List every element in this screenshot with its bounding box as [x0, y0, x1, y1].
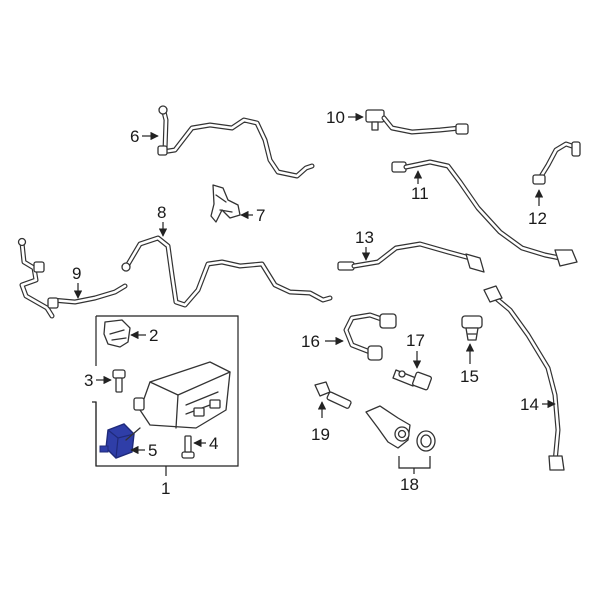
- callout-7: 7: [256, 206, 265, 225]
- part-6-vapor-tube[interactable]: [157, 105, 315, 179]
- callout-10: 10: [326, 108, 345, 127]
- callout-11: 11: [411, 184, 429, 203]
- part-12-sensor[interactable]: [532, 141, 581, 185]
- part-10-sensor-harness[interactable]: [365, 109, 469, 135]
- callout-12: 12: [528, 209, 547, 228]
- callout-19: 19: [311, 425, 330, 444]
- callout-16: 16: [301, 332, 320, 351]
- callout-1: 1: [161, 479, 170, 498]
- part-2-bracket[interactable]: [103, 319, 131, 348]
- part-13-sensor-harness[interactable]: [337, 241, 485, 273]
- part-5-purge-valve[interactable]: [99, 423, 141, 459]
- callout-15: 15: [460, 367, 479, 386]
- part-4-bolt[interactable]: [181, 435, 195, 459]
- part-8-vapor-tube[interactable]: [121, 235, 333, 308]
- callout-17: 17: [406, 331, 425, 350]
- callout-2: 2: [149, 326, 158, 345]
- part-15-sensor[interactable]: [461, 315, 483, 341]
- callout-3: 3: [84, 371, 93, 390]
- callout-5: 5: [148, 441, 157, 460]
- part-11-sensor-harness[interactable]: [391, 159, 578, 267]
- callout-6: 6: [130, 127, 139, 146]
- part-14-hose[interactable]: [483, 285, 565, 471]
- callout-4: 4: [209, 434, 218, 453]
- part-9-tube-assembly[interactable]: [17, 237, 128, 319]
- callout-14: 14: [520, 395, 539, 414]
- part-18-housing-and-gasket[interactable]: [365, 405, 436, 452]
- callout-18: 18: [400, 475, 419, 494]
- vapor-canister[interactable]: [133, 361, 231, 429]
- callout-9: 9: [72, 264, 81, 283]
- part-17-sensor[interactable]: [392, 369, 432, 391]
- callout-13: 13: [355, 228, 374, 247]
- assembly-frame: [92, 315, 239, 467]
- part-16-tube[interactable]: [343, 312, 397, 361]
- part-3-bolt[interactable]: [112, 369, 126, 393]
- callout-8: 8: [157, 203, 166, 222]
- part-7-bracket[interactable]: [210, 184, 241, 223]
- part-19-bolt[interactable]: [314, 381, 352, 409]
